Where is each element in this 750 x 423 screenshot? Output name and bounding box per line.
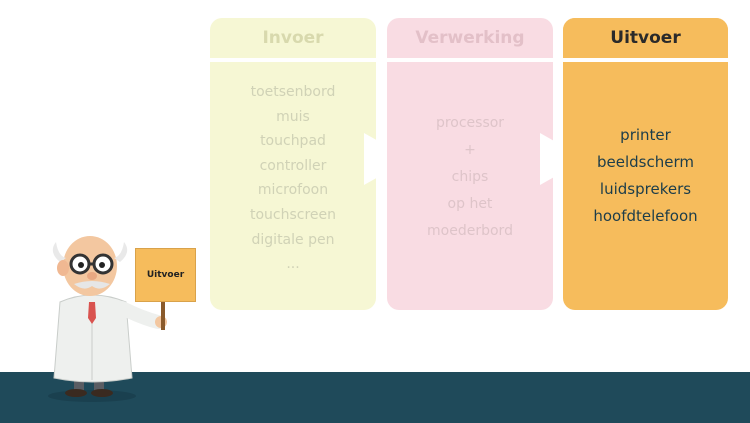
output-column-list: printer beeldscherm luidsprekers hoofdte… (563, 62, 728, 230)
output-item: printer (620, 126, 671, 144)
processing-column-divider (387, 58, 553, 62)
output-column-title: Uitvoer (563, 18, 728, 58)
processing-item: op het (447, 196, 493, 212)
output-column-divider (563, 58, 728, 62)
input-item: touchpad (260, 133, 326, 150)
input-item: ... (286, 256, 300, 273)
processing-column-title: Verwerking (415, 28, 525, 48)
input-column-title: Invoer (262, 28, 324, 48)
output-item: luidsprekers (599, 180, 692, 198)
input-item: muis (276, 108, 310, 125)
output-item: beeldscherm (597, 153, 694, 171)
processing-item: moederbord (427, 223, 513, 239)
processing-column: Verwerking processor + chips op het moed… (387, 18, 553, 310)
output-item: hoofdtelefoon (593, 207, 698, 225)
sign-pole (161, 300, 165, 330)
input-column: Invoer toetsenbord muis touchpad control… (210, 18, 376, 310)
input-item: toetsenbord (250, 84, 336, 100)
input-column-divider (210, 58, 376, 62)
professor-illustration (48, 236, 167, 402)
input-column-list: toetsenbord muis touchpad controller mic… (210, 62, 376, 277)
input-item: digitale pen (251, 231, 335, 248)
sign-label: Uitvoer (146, 270, 185, 280)
processing-item: + (464, 142, 476, 158)
output-column: Uitvoer printer beeldscherm luidsprekers… (563, 18, 728, 310)
processing-item: processor (435, 115, 505, 131)
input-item: controller (259, 157, 327, 174)
sign-board: Uitvoer (135, 248, 196, 302)
processing-item: chips (451, 169, 489, 185)
input-item: microfoon (257, 182, 329, 199)
processing-column-list: processor + chips op het moederbord (387, 62, 553, 245)
input-item: touchscreen (249, 206, 337, 223)
